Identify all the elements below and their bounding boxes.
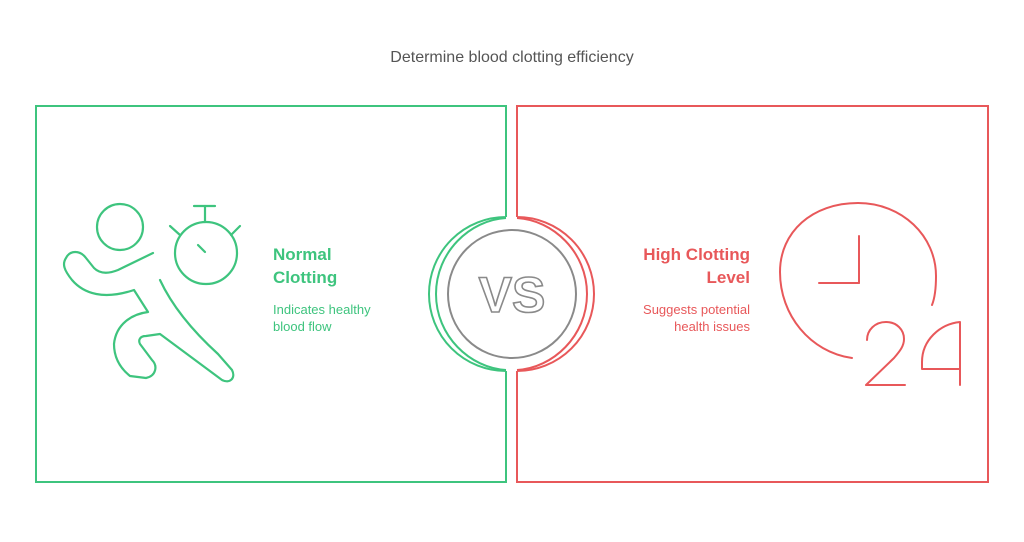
- high-clotting-heading: High Clotting Level: [590, 243, 750, 289]
- right-panel-border: [516, 105, 989, 483]
- description-line: Suggests potential: [643, 302, 750, 317]
- normal-clotting-heading: Normal Clotting: [273, 243, 413, 289]
- normal-clotting-description: Indicates healthy blood flow: [273, 301, 413, 335]
- heading-line: Level: [706, 268, 750, 287]
- description-line: health issues: [674, 319, 750, 334]
- heading-line: High Clotting: [643, 245, 750, 264]
- heading-line: Normal: [273, 245, 332, 264]
- svg-text:VS: VS: [479, 267, 546, 323]
- diagram-title: Determine blood clotting efficiency: [390, 49, 634, 66]
- clock-24-hours-icon: [779, 202, 961, 386]
- vs-badge: VS: [447, 229, 577, 359]
- description-line: blood flow: [273, 319, 332, 334]
- heading-line: Clotting: [273, 268, 338, 287]
- running-person-stopwatch-icon: [62, 202, 242, 383]
- description-line: Indicates healthy: [273, 302, 371, 317]
- left-panel-border: [35, 105, 507, 483]
- high-clotting-description: Suggests potential health issues: [590, 301, 750, 335]
